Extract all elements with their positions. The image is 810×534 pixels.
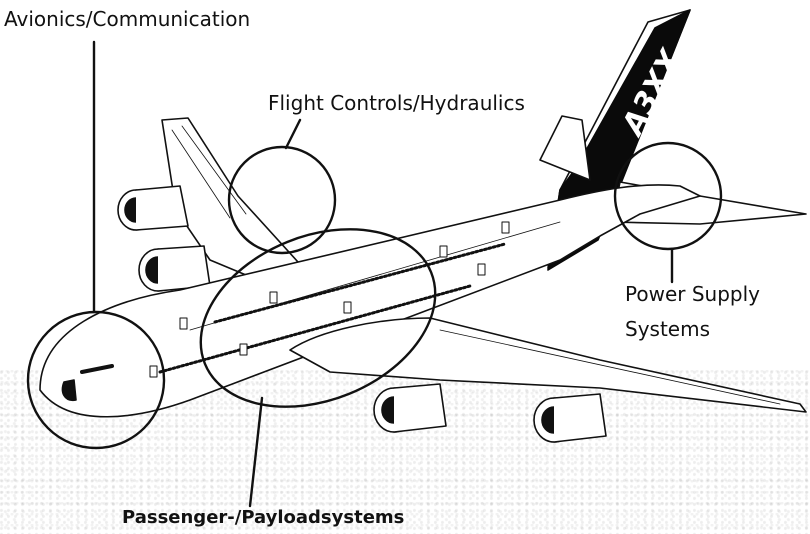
lower-window-row — [158, 284, 472, 374]
upper-window-row — [213, 242, 507, 324]
cockpit-windows — [80, 364, 114, 374]
label-avionics-communication: Avionics/Communication — [4, 7, 251, 31]
label-passenger-payload-systems: Passenger-/Payloadsystems — [122, 507, 405, 528]
nose-cone — [61, 379, 77, 402]
passenger-leader — [248, 396, 264, 508]
label-power-supply: Power Supply — [625, 282, 760, 306]
flight-controls-circle — [227, 145, 337, 255]
right-wing — [289, 317, 807, 413]
lower-engine-outer — [533, 393, 607, 443]
power-supply-circle — [613, 141, 723, 251]
label-flight-controls-hydraulics: Flight Controls/Hydraulics — [268, 91, 525, 115]
upper-stabilizer — [539, 115, 591, 181]
passenger-ellipse — [199, 228, 437, 408]
lower-engine-inner — [373, 383, 447, 433]
label-power-supply-systems: Systems — [625, 317, 710, 341]
upper-engine-outer — [117, 185, 189, 231]
avionics-circle — [26, 310, 166, 450]
upper-engine-inner — [138, 245, 211, 292]
flight-controls-leader — [284, 118, 302, 150]
